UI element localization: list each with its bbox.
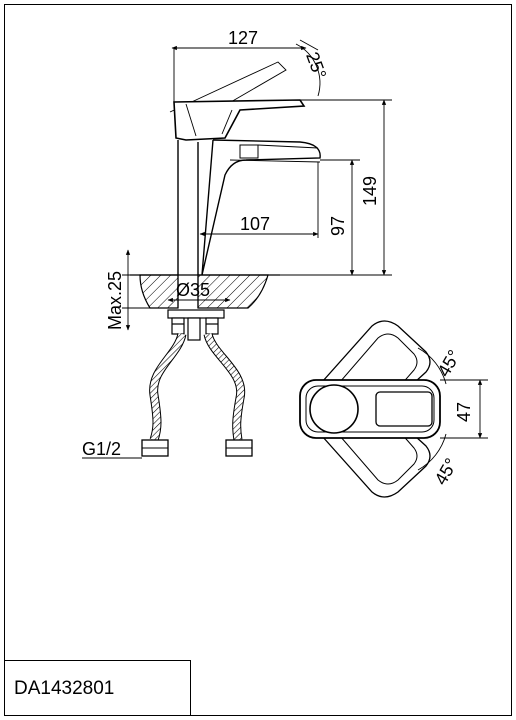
dimension-lines	[82, 39, 392, 459]
dim-overall-length: 127	[228, 28, 258, 48]
dim-mounting-hole: Ø35	[176, 280, 210, 300]
handle-rotated-lower	[321, 425, 431, 498]
dim-lever-angle: 25°	[302, 49, 330, 81]
flexible-hoses	[141, 332, 253, 457]
spout-outlet	[239, 144, 259, 159]
sheet-frame	[4, 4, 512, 716]
handle-plate	[375, 391, 433, 427]
faucet-body	[177, 139, 214, 276]
lever-raised-outline	[169, 61, 287, 129]
dim-spout-reach: 107	[240, 214, 270, 234]
dim-hose-thread: G1/2	[82, 439, 121, 459]
side-view	[169, 61, 321, 276]
dim-angle-lower: 45°	[431, 455, 462, 489]
top-view	[299, 320, 441, 498]
top-view-dimensions	[417, 347, 488, 471]
mounting-hardware	[167, 309, 225, 341]
dim-total-height: 149	[360, 176, 380, 206]
dim-body-width: 47	[454, 402, 474, 422]
title-block: DA1432801	[4, 660, 191, 716]
dim-angle-upper: 45°	[434, 347, 465, 381]
product-code: DA1432801	[14, 678, 114, 699]
base-circle	[309, 384, 359, 434]
dim-max-counter: Max.25	[105, 271, 125, 330]
handle-rotated-upper	[321, 320, 431, 393]
dim-spout-height: 97	[328, 216, 348, 236]
handle-body	[173, 99, 306, 141]
